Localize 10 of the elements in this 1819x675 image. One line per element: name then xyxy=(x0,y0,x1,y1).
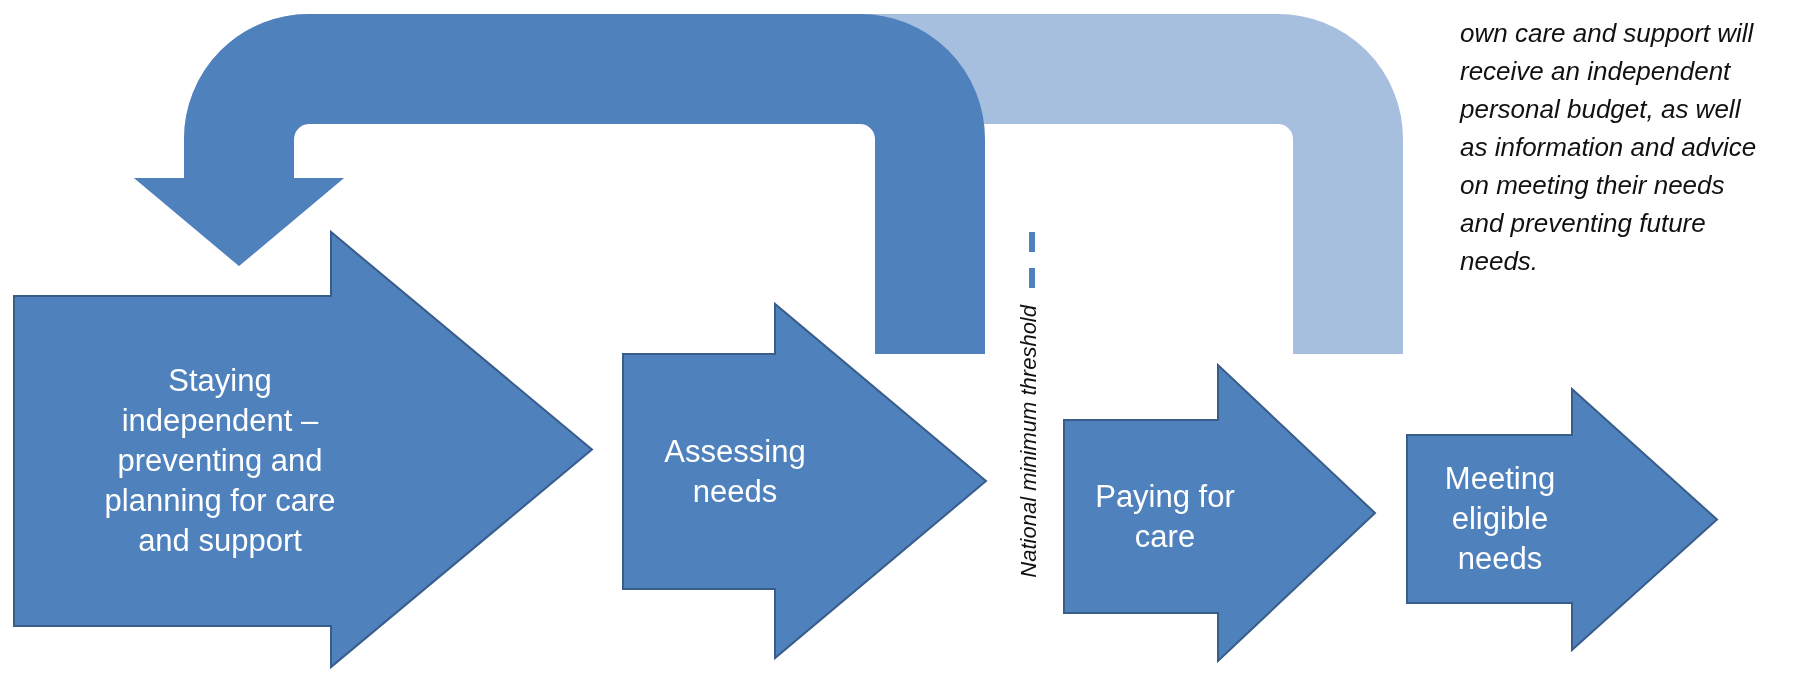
block-arrow xyxy=(623,304,986,658)
threshold-label: National minimum threshold xyxy=(1016,305,1042,578)
step-label: Assessing needs xyxy=(663,432,807,511)
step-label: Paying for care xyxy=(1095,477,1235,556)
step-label: Meeting eligible needs xyxy=(1443,460,1557,578)
note-text: own care and support will receive an independent personal budget, as well as information and advice on meeting their needs and preventing future needs. xyxy=(1460,17,1758,278)
block-arrow xyxy=(1407,389,1717,650)
block-arrow xyxy=(14,232,592,667)
step-label: Staying independent – preventing and planning for care and support xyxy=(103,362,337,560)
block-arrow xyxy=(1064,365,1375,661)
